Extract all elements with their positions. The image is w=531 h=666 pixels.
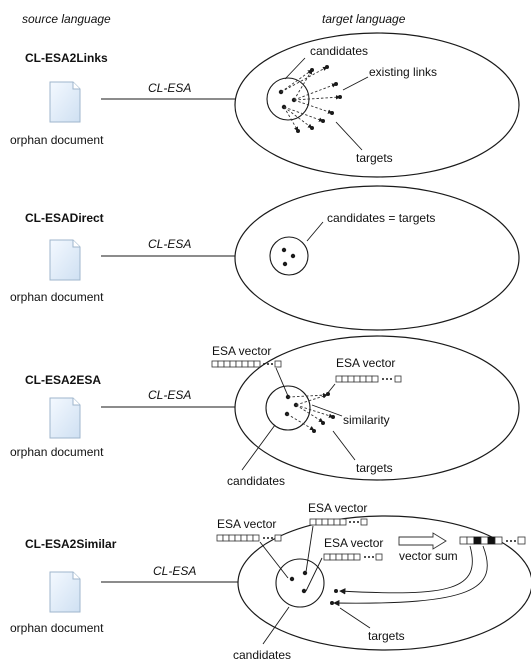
panel-title: CL-ESA2Links xyxy=(25,51,108,65)
panel-cl-esadirect: CL-ESADirect orphan document CL-ESA cand… xyxy=(10,185,520,331)
targets-label: targets xyxy=(368,629,405,643)
candidates-circle xyxy=(275,558,325,608)
document-icon xyxy=(49,571,81,613)
panel-title: CL-ESADirect xyxy=(25,211,104,225)
document-icon xyxy=(49,239,81,281)
target-dot xyxy=(326,392,330,396)
target-language-space xyxy=(234,32,520,178)
target-language-space xyxy=(234,335,520,481)
vector-sum-label: vector sum xyxy=(399,549,458,563)
target-dot xyxy=(321,421,325,425)
orphan-document-label: orphan document xyxy=(10,445,104,459)
document-icon xyxy=(49,397,81,439)
cl-esa-label: CL-ESA xyxy=(148,388,191,402)
target-dot xyxy=(338,95,342,99)
targets-label: targets xyxy=(356,461,393,475)
esa-vector-label: ESA vector xyxy=(212,344,271,358)
target-dot xyxy=(334,82,338,86)
candidates-label: candidates xyxy=(310,44,368,58)
panel-title: CL-ESA2Similar xyxy=(25,537,117,551)
panel-cl-esa2links: CL-ESA2Links orphan document CL-ESA xyxy=(10,32,520,178)
target-language-space xyxy=(237,515,531,651)
candidates-equals-targets-label: candidates = targets xyxy=(327,211,435,225)
target-dot xyxy=(325,65,329,69)
candidate-dot xyxy=(289,576,295,582)
target-dot xyxy=(310,68,314,72)
orphan-document-label: orphan document xyxy=(10,621,104,635)
esa-vector-glyph xyxy=(211,360,282,368)
esa-vector-glyph xyxy=(323,553,383,561)
candidates-label: candidates xyxy=(227,474,285,488)
esa-vector-glyph xyxy=(216,534,282,542)
targets-label: targets xyxy=(356,151,393,165)
candidates-circle xyxy=(269,236,309,276)
candidate-dot xyxy=(281,247,287,253)
candidate-dot xyxy=(302,570,308,576)
target-dot xyxy=(310,126,314,130)
esa-vector-glyph xyxy=(335,375,402,383)
cl-esa-label: CL-ESA xyxy=(148,237,191,251)
panel-title: CL-ESA2ESA xyxy=(25,373,101,387)
target-dot xyxy=(296,129,300,133)
orphan-document-label: orphan document xyxy=(10,290,104,304)
candidates-circle xyxy=(265,385,311,431)
target-dot xyxy=(321,119,325,123)
esa-vector-label: ESA vector xyxy=(324,536,383,550)
target-dot xyxy=(330,601,334,605)
cl-esa-label: CL-ESA xyxy=(148,81,191,95)
esa-vector-label: ESA vector xyxy=(308,501,367,515)
candidate-dot xyxy=(290,253,296,259)
target-dot xyxy=(334,589,338,593)
cl-esa-label: CL-ESA xyxy=(153,564,196,578)
candidate-dot xyxy=(301,588,307,594)
target-dot xyxy=(330,111,334,115)
vector-sum-arrow xyxy=(398,532,447,550)
orphan-document-label: orphan document xyxy=(10,133,104,147)
esa-vector-label: ESA vector xyxy=(217,517,276,531)
target-dot xyxy=(312,429,316,433)
esa-vector-label: ESA vector xyxy=(336,356,395,370)
target-dot xyxy=(331,415,335,419)
panel-cl-esa2esa: CL-ESA2ESA orphan document CL-ESA ESA ve… xyxy=(10,335,520,488)
candidate-dot xyxy=(282,261,288,267)
panel-cl-esa2similar: CL-ESA2Similar orphan document CL-ESA ES… xyxy=(10,501,531,662)
target-language-space xyxy=(234,185,520,331)
summed-vector-glyph xyxy=(459,536,526,545)
source-language-header: source language xyxy=(22,12,111,26)
candidates-label: candidates xyxy=(233,648,291,662)
target-language-header: target language xyxy=(322,12,406,26)
similarity-label: similarity xyxy=(343,413,390,427)
document-icon xyxy=(49,81,81,123)
existing-links-label: existing links xyxy=(369,65,437,79)
esa-vector-glyph xyxy=(309,518,368,526)
